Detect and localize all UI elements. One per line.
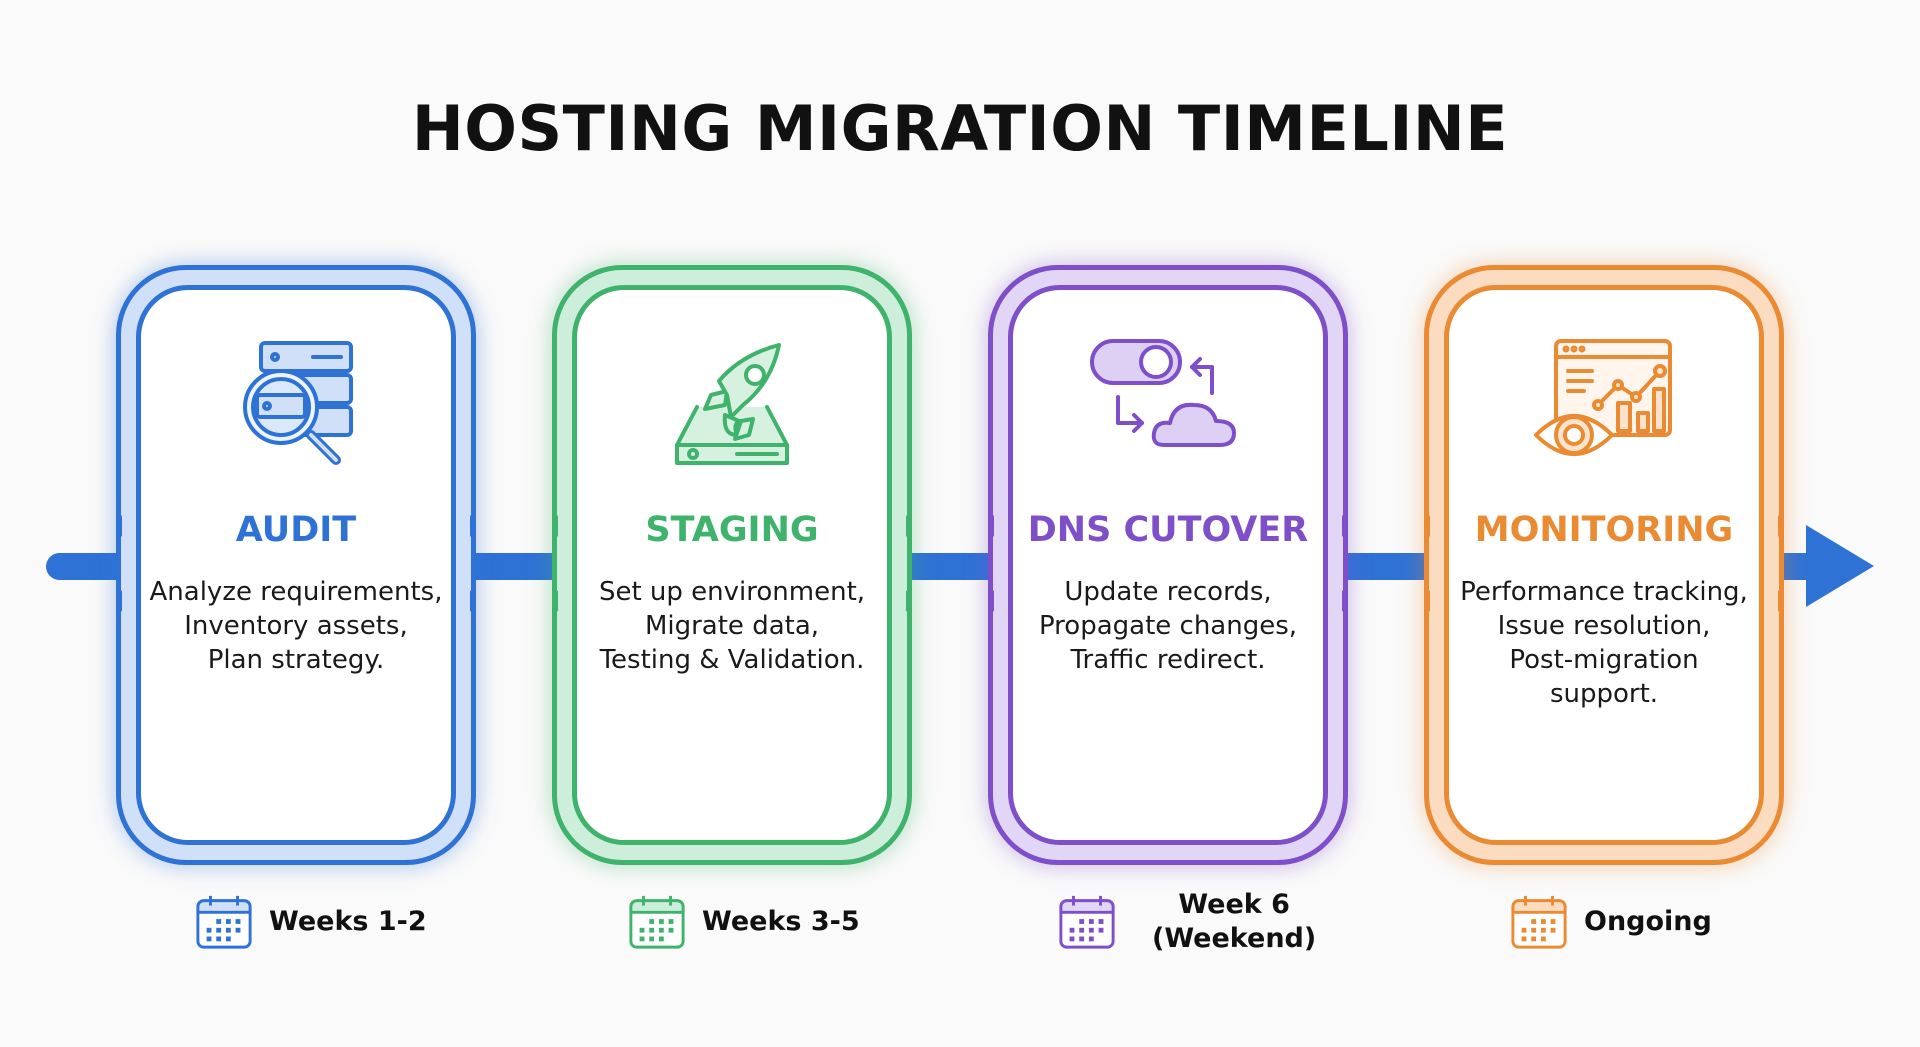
server-search-icon xyxy=(243,341,353,465)
rocket-launch-icon xyxy=(675,343,789,465)
phase-card-staging: STAGING Set up environment,Migrate data,… xyxy=(552,265,912,865)
phase-duration-audit: Weeks 1-2 xyxy=(195,890,427,954)
phase-card-monitoring: MONITORING Performance tracking,Issue re… xyxy=(1424,265,1784,865)
calendar-icon xyxy=(196,895,252,949)
phase-title: STAGING xyxy=(645,510,819,550)
calendar-icon xyxy=(1511,895,1567,949)
duration-label: Weeks 3-5 xyxy=(702,906,860,937)
phase-title: AUDIT xyxy=(235,510,357,550)
calendar-icon xyxy=(629,895,685,949)
phase-description: Update records,Propagate changes,Traffic… xyxy=(1038,577,1298,675)
phase-title: DNS CUTOVER xyxy=(1027,510,1309,550)
phase-duration-monitoring: Ongoing xyxy=(1510,890,1712,954)
phase-card-dns-cutover: DNS CUTOVER Update records,Propagate cha… xyxy=(988,265,1348,865)
page-title: HOSTING MIGRATION TIMELINE xyxy=(411,92,1509,165)
phase-title: MONITORING xyxy=(1474,510,1734,550)
dashboard-eye-icon xyxy=(1534,339,1672,456)
duration-label: Weeks 1-2 xyxy=(269,906,427,937)
phase-description: Performance tracking,Issue resolution,Po… xyxy=(1460,577,1748,709)
phase-duration-dns-cutover: Week 6(Weekend) xyxy=(1058,889,1317,954)
phase-description: Set up environment,Migrate data,Testing … xyxy=(598,577,866,675)
calendar-icon xyxy=(1059,895,1115,949)
phase-description: Analyze requirements,Inventory assets,Pl… xyxy=(149,577,443,675)
toggle-cloud-switch-icon xyxy=(1090,339,1236,447)
phase-card-audit: AUDIT Analyze requirements,Inventory ass… xyxy=(116,265,476,865)
duration-label: Week 6(Weekend) xyxy=(1152,889,1317,954)
duration-label: Ongoing xyxy=(1584,906,1712,937)
phase-duration-staging: Weeks 3-5 xyxy=(628,890,860,954)
arrow-head-icon xyxy=(1806,525,1874,607)
